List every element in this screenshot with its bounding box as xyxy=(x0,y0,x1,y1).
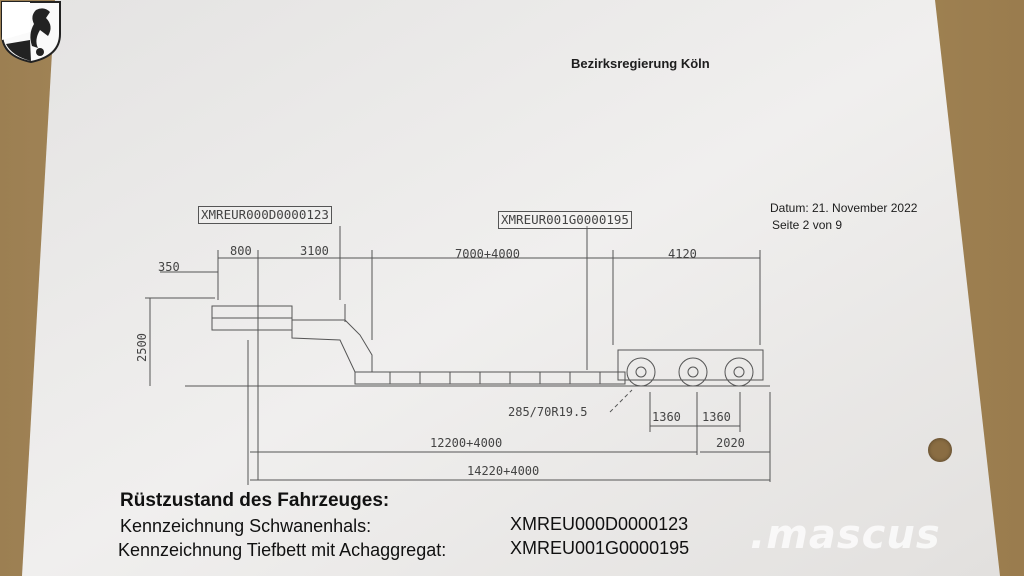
coat-of-arms-icon xyxy=(1,1,61,64)
row-gooseneck-label: Kennzeichnung Schwanenhals: xyxy=(120,516,372,536)
punch-hole xyxy=(928,438,952,462)
page-number: Seite 2 von 9 xyxy=(772,218,843,232)
row-gooseneck-value: XMREU000D0000123 xyxy=(510,514,689,534)
authority-name: Bezirksregierung Köln xyxy=(571,56,710,71)
row-lowbed-label: Kennzeichnung Tiefbett mit Achaggregat: xyxy=(118,540,447,560)
row-lowbed-value: XMREU001G0000195 xyxy=(510,538,690,558)
lowbed-label: XMREUR001G0000195 xyxy=(498,211,632,229)
date-line: Datum: 21. November 2022 xyxy=(770,201,918,215)
technical-drawing xyxy=(145,226,771,485)
setup-title: Rüstzustand des Fahrzeuges: xyxy=(120,490,390,511)
watermark-logo: .mascus xyxy=(750,512,941,558)
gooseneck-label: XMREUR000D0000123 xyxy=(198,206,332,224)
